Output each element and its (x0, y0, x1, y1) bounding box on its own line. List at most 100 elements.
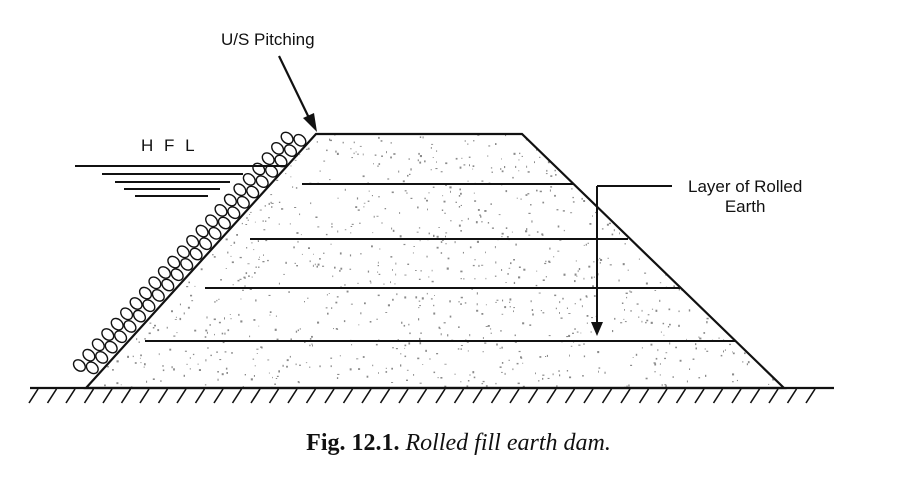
speckle (436, 246, 439, 249)
speckle (263, 229, 266, 231)
layer-label-line-2: Earth (724, 197, 766, 216)
speckle (542, 234, 544, 236)
speckle (275, 315, 277, 317)
speckle (526, 165, 528, 168)
speckle (624, 309, 625, 311)
speckle (362, 175, 365, 178)
speckle (95, 141, 98, 144)
speckle (450, 190, 451, 193)
speckle (706, 240, 708, 242)
speckle (481, 264, 484, 266)
speckle (376, 318, 378, 320)
speckle (307, 297, 309, 299)
speckle (545, 276, 547, 278)
speckle (225, 268, 227, 269)
speckle (576, 331, 579, 333)
speckle (778, 242, 781, 245)
speckle (265, 220, 267, 222)
speckle (545, 356, 547, 357)
speckle (256, 353, 258, 354)
speckle (507, 273, 509, 275)
speckle (162, 369, 165, 372)
speckle (136, 246, 138, 248)
hatch-mark (657, 388, 668, 404)
speckle (661, 384, 663, 387)
speckle (331, 226, 333, 228)
speckle (461, 157, 463, 159)
speckle (747, 140, 750, 142)
speckle (326, 294, 328, 296)
speckle (490, 167, 493, 169)
speckle (710, 278, 711, 280)
hatch-mark (768, 388, 779, 404)
speckle (733, 146, 735, 148)
speckle (264, 205, 266, 207)
speckle (761, 290, 764, 293)
speckle (408, 342, 411, 345)
hatch-mark (805, 388, 816, 404)
speckle (205, 359, 207, 362)
speckle (572, 196, 574, 199)
speckle (739, 224, 741, 227)
speckle (476, 240, 479, 243)
speckle (295, 187, 298, 189)
speckle (645, 377, 648, 380)
speckle (673, 285, 675, 288)
pitching-stone (123, 319, 137, 333)
speckle (376, 215, 379, 217)
speckle (212, 177, 215, 179)
speckle (490, 203, 492, 205)
speckle (482, 337, 484, 339)
speckle (408, 158, 410, 160)
speckle (513, 152, 516, 155)
speckle (237, 279, 240, 282)
speckle (506, 236, 509, 238)
speckle (428, 276, 430, 278)
speckle (700, 288, 702, 291)
speckle (199, 178, 202, 180)
speckle (218, 298, 220, 300)
speckle (761, 242, 763, 244)
speckle (375, 343, 378, 346)
speckle (166, 219, 168, 222)
speckle (221, 332, 224, 335)
speckle (381, 222, 383, 224)
layer-arrowhead (591, 322, 603, 336)
speckle (500, 330, 502, 332)
speckle (559, 301, 561, 304)
speckle (339, 355, 341, 357)
speckle (637, 168, 639, 170)
speckle (584, 150, 587, 153)
speckle (627, 210, 629, 213)
speckle (179, 317, 182, 321)
speckle (398, 170, 400, 173)
speckle (542, 201, 545, 204)
speckle (114, 266, 117, 268)
speckle (460, 230, 462, 232)
pitching-stone (214, 203, 228, 217)
speckle (113, 153, 115, 156)
speckle (773, 288, 776, 291)
speckle (378, 136, 380, 139)
speckle (130, 149, 132, 152)
speckle (696, 256, 698, 258)
speckle (242, 289, 244, 291)
speckle (723, 350, 724, 353)
speckle (391, 382, 394, 383)
speckle (157, 248, 159, 250)
speckle (213, 145, 216, 148)
figure-title: Rolled fill earth dam. (405, 430, 611, 456)
speckle (431, 269, 433, 272)
speckle (192, 353, 195, 356)
speckle (166, 245, 169, 248)
speckle (523, 268, 526, 271)
speckle (249, 288, 252, 290)
speckle (464, 302, 467, 304)
speckle (183, 209, 186, 212)
speckle (329, 138, 331, 141)
speckle (364, 302, 366, 305)
speckle (518, 276, 521, 279)
speckle (311, 335, 313, 338)
speckle (518, 266, 521, 268)
speckle (747, 283, 749, 285)
